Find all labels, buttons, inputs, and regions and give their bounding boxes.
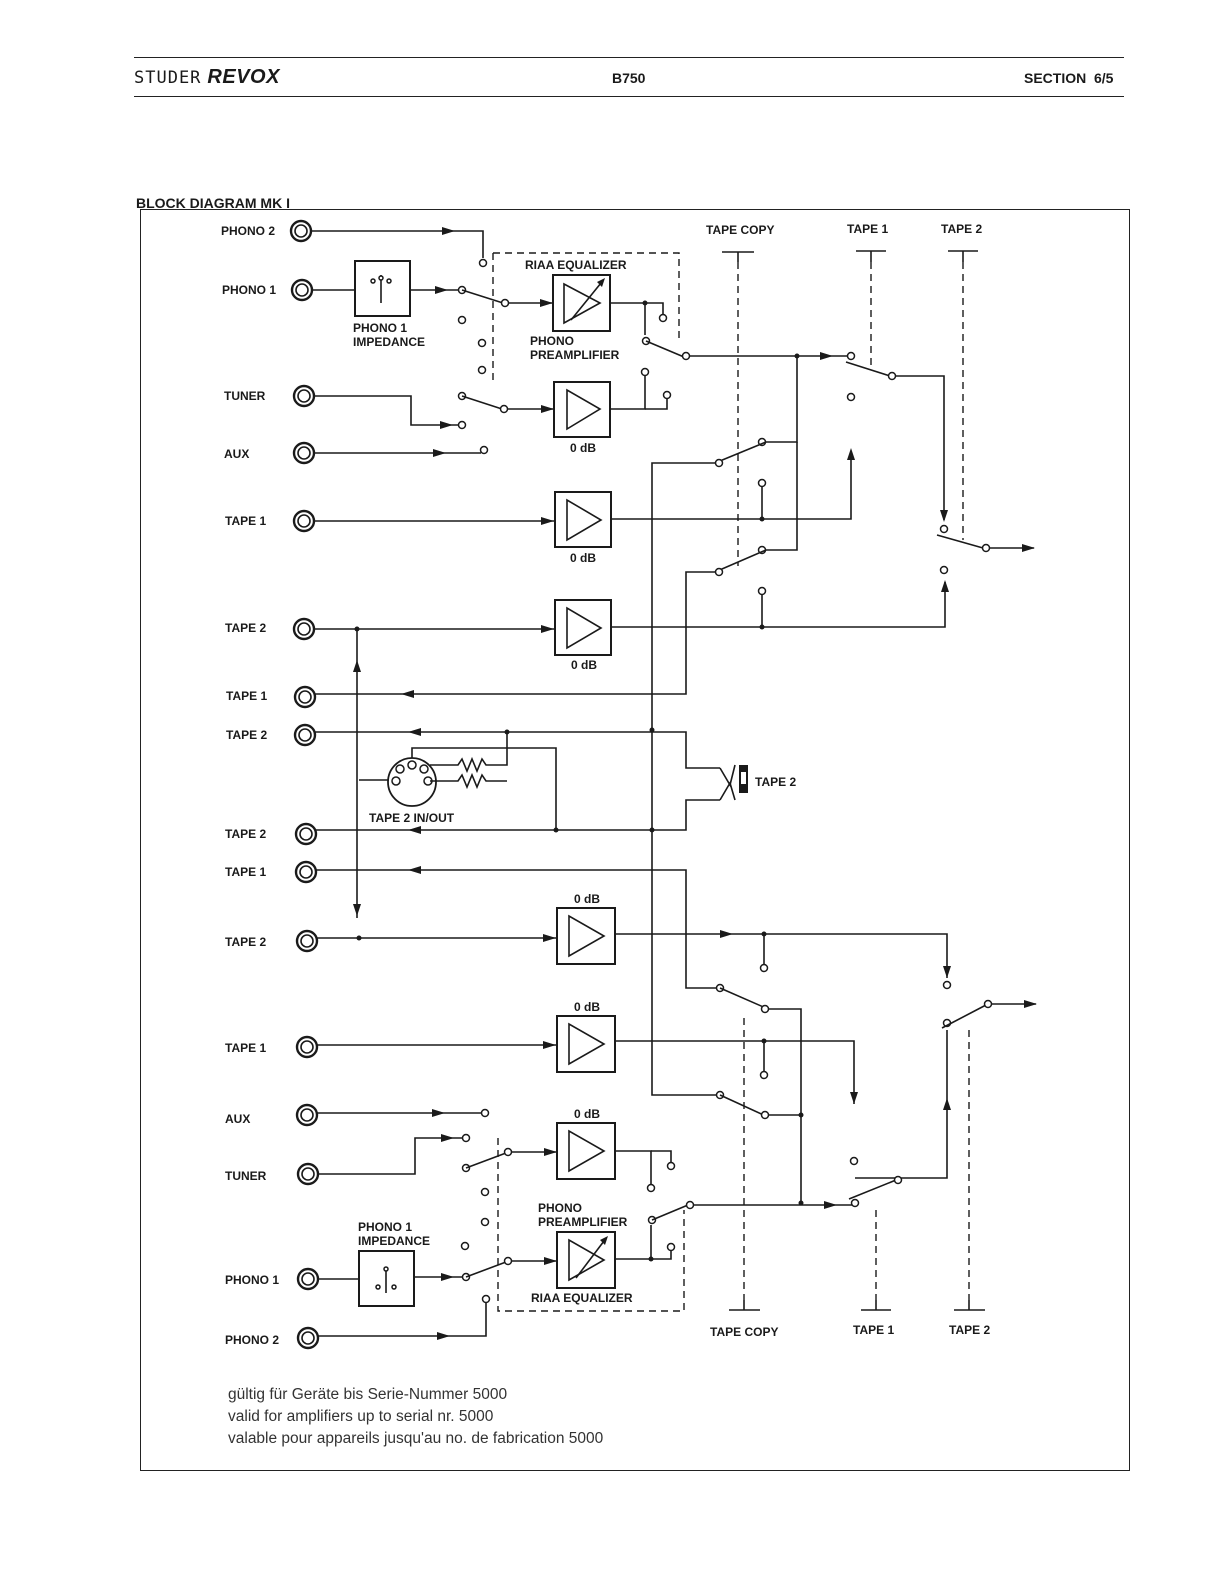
label-tape2-in-b: TAPE 2 xyxy=(225,935,266,949)
phono-impedance-bottom-2: IMPEDANCE xyxy=(358,1234,430,1248)
amp-0db-label-5: 0 dB xyxy=(574,1000,600,1014)
label-tape1-switch-top: TAPE 1 xyxy=(847,222,888,236)
label-phono2-in-b: PHONO 2 xyxy=(225,1333,279,1347)
jack-icon xyxy=(289,219,313,243)
jack-icon xyxy=(292,617,316,641)
jack-icon xyxy=(296,1326,320,1350)
preamp-label-bottom-2: PREAMPLIFIER xyxy=(538,1215,628,1229)
preamp-label-top-2: PREAMPLIFIER xyxy=(530,348,620,362)
diagram-frame xyxy=(140,209,1130,1471)
phono-impedance-line2: IMPEDANCE xyxy=(353,335,425,349)
tape2-switch-label: TAPE 2 xyxy=(755,775,796,789)
jack-icon xyxy=(294,860,318,884)
phono-impedance-bottom-1: PHONO 1 xyxy=(358,1220,412,1234)
jack-icon xyxy=(292,509,316,533)
riaa-label-bottom: RIAA EQUALIZER xyxy=(531,1291,633,1305)
label-tape2-in: TAPE 2 xyxy=(225,621,266,635)
amp-0db-label-4: 0 dB xyxy=(574,892,600,906)
label-tuner-in: TUNER xyxy=(224,389,266,403)
label-tape2-switch-top: TAPE 2 xyxy=(941,222,982,236)
label-tape2-switch-bottom: TAPE 2 xyxy=(949,1323,990,1337)
label-tape1-in: TAPE 1 xyxy=(225,514,266,528)
section-number: SECTION 6/5 xyxy=(1024,70,1114,86)
jack-icon xyxy=(290,278,314,302)
jack-icon xyxy=(292,384,316,408)
header-top-rule xyxy=(134,57,1124,58)
riaa-label-top: RIAA EQUALIZER xyxy=(525,258,627,272)
jack-icon xyxy=(295,1103,319,1127)
jack-icon xyxy=(295,1035,319,1059)
label-tape1-switch-bottom: TAPE 1 xyxy=(853,1323,894,1337)
brand-revox: REVOX xyxy=(207,66,280,88)
amp-0db-label-2: 0 dB xyxy=(570,551,596,565)
label-tape-copy-top: TAPE COPY xyxy=(706,223,774,237)
jack-icon xyxy=(296,1162,320,1186)
jack-icon xyxy=(294,822,318,846)
jack-icon xyxy=(296,1267,320,1291)
diagram-title: BLOCK DIAGRAM MK I xyxy=(136,195,290,211)
label-tape2-out-b: TAPE 2 xyxy=(225,827,266,841)
label-phono1-in: PHONO 1 xyxy=(222,283,276,297)
label-aux-in: AUX xyxy=(224,447,249,461)
model-number: B750 xyxy=(612,70,646,86)
label-tape1-in-b: TAPE 1 xyxy=(225,1041,266,1055)
label-tuner-in-b: TUNER xyxy=(225,1169,267,1183)
label-tape1-out: TAPE 1 xyxy=(226,689,267,703)
amp-0db-label: 0 dB xyxy=(570,441,596,455)
jack-icon xyxy=(293,685,317,709)
label-phono1-in-b: PHONO 1 xyxy=(225,1273,279,1287)
preamp-label-bottom-1: PHONO xyxy=(538,1201,582,1215)
phono1-impedance-box xyxy=(354,260,411,317)
phono-impedance-line1: PHONO 1 xyxy=(353,321,407,335)
footnote-de: gültig für Geräte bis Serie-Nummer 5000 xyxy=(228,1386,508,1403)
label-tape-copy-bottom: TAPE COPY xyxy=(710,1325,778,1339)
label-aux-in-b: AUX xyxy=(225,1112,250,1126)
label-tape1-out-b: TAPE 1 xyxy=(225,865,266,879)
footnote-fr: valable pour appareils jusqu'au no. de f… xyxy=(228,1430,604,1447)
brand-studer: STUDER xyxy=(134,68,202,88)
header-bottom-rule xyxy=(134,96,1124,97)
label-phono2-in: PHONO 2 xyxy=(221,224,275,238)
riaa-dashed-box-top xyxy=(492,252,680,385)
amp-0db-label-6: 0 dB xyxy=(574,1107,600,1121)
din-socket-label: TAPE 2 IN/OUT xyxy=(369,811,455,825)
preamp-label-top-1: PHONO xyxy=(530,334,574,348)
amp-0db-label-3: 0 dB xyxy=(571,658,597,672)
jack-icon xyxy=(293,723,317,747)
label-tape2-out: TAPE 2 xyxy=(226,728,267,742)
jack-icon xyxy=(292,441,316,465)
footnote-en: valid for amplifiers up to serial nr. 50… xyxy=(228,1408,494,1425)
jack-icon xyxy=(295,929,319,953)
